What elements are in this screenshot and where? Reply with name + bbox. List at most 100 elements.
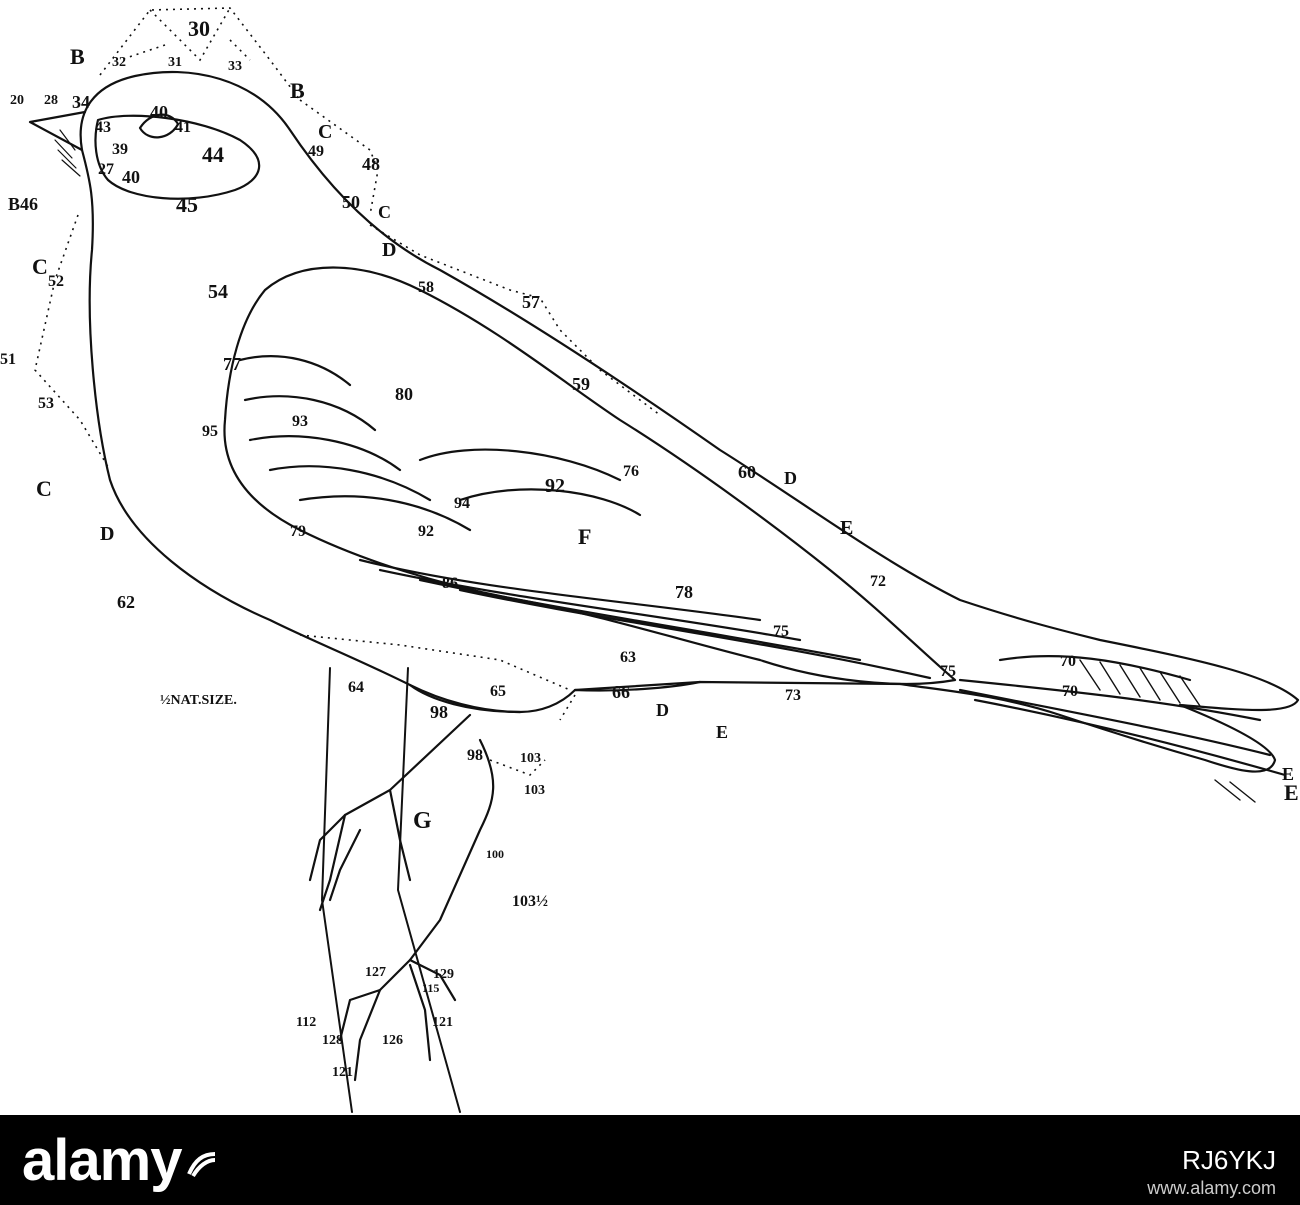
region-label: E bbox=[1282, 764, 1294, 784]
region-label: 126 bbox=[382, 1033, 403, 1048]
region-label: 78 bbox=[675, 582, 693, 602]
region-label: 27 bbox=[98, 161, 114, 178]
region-label: 75 bbox=[940, 663, 956, 680]
tail-feathers bbox=[958, 654, 1287, 777]
back-region-line bbox=[369, 224, 661, 416]
region-label: E bbox=[716, 722, 728, 742]
region-label: C bbox=[36, 476, 52, 501]
region-label: C bbox=[32, 254, 48, 279]
region-label: 60 bbox=[738, 462, 756, 482]
right-toes bbox=[338, 958, 457, 1062]
cheek-patch bbox=[94, 114, 261, 200]
left-leg bbox=[318, 713, 472, 912]
crown-region-lines bbox=[99, 7, 301, 101]
primary-feathers bbox=[358, 558, 932, 680]
region-label: D bbox=[382, 239, 396, 261]
region-label: 98 bbox=[467, 747, 483, 764]
region-label: 66 bbox=[612, 682, 630, 702]
region-label: D bbox=[784, 468, 797, 488]
region-label: 98 bbox=[430, 702, 448, 722]
region-label: B46 bbox=[8, 194, 38, 214]
region-label: 54 bbox=[208, 281, 228, 303]
logo-mark-icon bbox=[187, 1151, 216, 1177]
region-label: 59 bbox=[572, 374, 590, 394]
nape-region-line bbox=[299, 99, 379, 216]
perch-branch bbox=[321, 667, 353, 1113]
region-label: 51 bbox=[0, 351, 16, 368]
region-label: 34 bbox=[72, 92, 90, 112]
left-toes bbox=[308, 813, 362, 902]
region-label: 93 bbox=[292, 413, 308, 430]
bird-beak bbox=[28, 110, 87, 152]
region-label: 30 bbox=[188, 16, 210, 41]
region-label: 44 bbox=[202, 142, 224, 167]
region-label: 86 bbox=[442, 575, 458, 592]
region-label: 70 bbox=[1062, 683, 1078, 700]
region-label: 63 bbox=[620, 649, 636, 666]
region-label: D bbox=[656, 700, 669, 720]
wing-coverts bbox=[238, 355, 642, 532]
region-label: C bbox=[318, 121, 332, 143]
region-label: 49 bbox=[308, 143, 324, 160]
region-label: 121 bbox=[332, 1065, 353, 1080]
region-label: 58 bbox=[418, 279, 434, 296]
region-label: 20 bbox=[10, 93, 24, 108]
region-label: 40 bbox=[150, 102, 168, 122]
watermark-bar: alamy RJ6YKJ www.alamy.com bbox=[0, 1115, 1300, 1205]
bird-outline bbox=[79, 70, 1300, 773]
region-label: 80 bbox=[395, 384, 413, 404]
right-leg bbox=[353, 738, 495, 1082]
belly-region-line bbox=[299, 634, 571, 691]
region-label: 79 bbox=[290, 523, 306, 540]
region-label: 41 bbox=[175, 119, 191, 136]
region-label: 32 bbox=[112, 55, 126, 70]
region-label: 50 bbox=[342, 192, 360, 212]
brand-logo: alamy bbox=[22, 1121, 219, 1201]
region-label: 52 bbox=[48, 273, 64, 290]
region-label: B bbox=[70, 44, 85, 69]
region-label: 100 bbox=[486, 847, 504, 861]
region-label: 70 bbox=[1060, 653, 1076, 670]
region-label: 112 bbox=[296, 1015, 316, 1030]
region-label: 40 bbox=[122, 167, 140, 187]
region-label: 45 bbox=[176, 192, 198, 217]
region-label: G bbox=[413, 808, 432, 834]
vent-region-line bbox=[559, 694, 576, 721]
region-label: 48 bbox=[362, 154, 380, 174]
region-label: 127 bbox=[365, 965, 386, 980]
region-label: 64 bbox=[348, 679, 364, 696]
region-label: ½NAT.SIZE. bbox=[160, 693, 237, 708]
region-label: 75 bbox=[773, 623, 789, 640]
region-label: 39 bbox=[112, 141, 128, 158]
region-label: 103 bbox=[520, 751, 541, 766]
region-label: 53 bbox=[38, 395, 54, 412]
region-label: 62 bbox=[117, 592, 135, 612]
region-label: 31 bbox=[168, 55, 182, 70]
region-label: C bbox=[378, 202, 391, 222]
perch-branch-edge bbox=[397, 667, 461, 1113]
region-label: B bbox=[290, 78, 305, 103]
wing-outline bbox=[223, 266, 957, 686]
brand-name: alamy bbox=[22, 1128, 182, 1193]
region-label: E bbox=[1284, 780, 1299, 805]
region-label: 65 bbox=[490, 683, 506, 700]
region-label: 43 bbox=[95, 119, 111, 136]
region-label: 28 bbox=[44, 93, 58, 108]
region-label: 72 bbox=[870, 573, 886, 590]
region-label: 73 bbox=[785, 687, 801, 704]
region-label: 129 bbox=[433, 967, 454, 982]
region-label: 94 bbox=[454, 495, 470, 512]
region-label: F bbox=[578, 524, 591, 549]
region-label: E bbox=[840, 517, 853, 539]
region-label: 76 bbox=[623, 463, 639, 480]
site-url: www.alamy.com bbox=[1147, 1178, 1276, 1198]
region-label: 95 bbox=[202, 423, 218, 440]
region-label: 77 bbox=[223, 354, 241, 374]
region-label: 33 bbox=[228, 59, 242, 74]
region-label: 121 bbox=[432, 1015, 453, 1030]
region-label: 92 bbox=[418, 523, 434, 540]
region-label: 115 bbox=[422, 981, 439, 995]
bird-eye bbox=[138, 113, 180, 139]
